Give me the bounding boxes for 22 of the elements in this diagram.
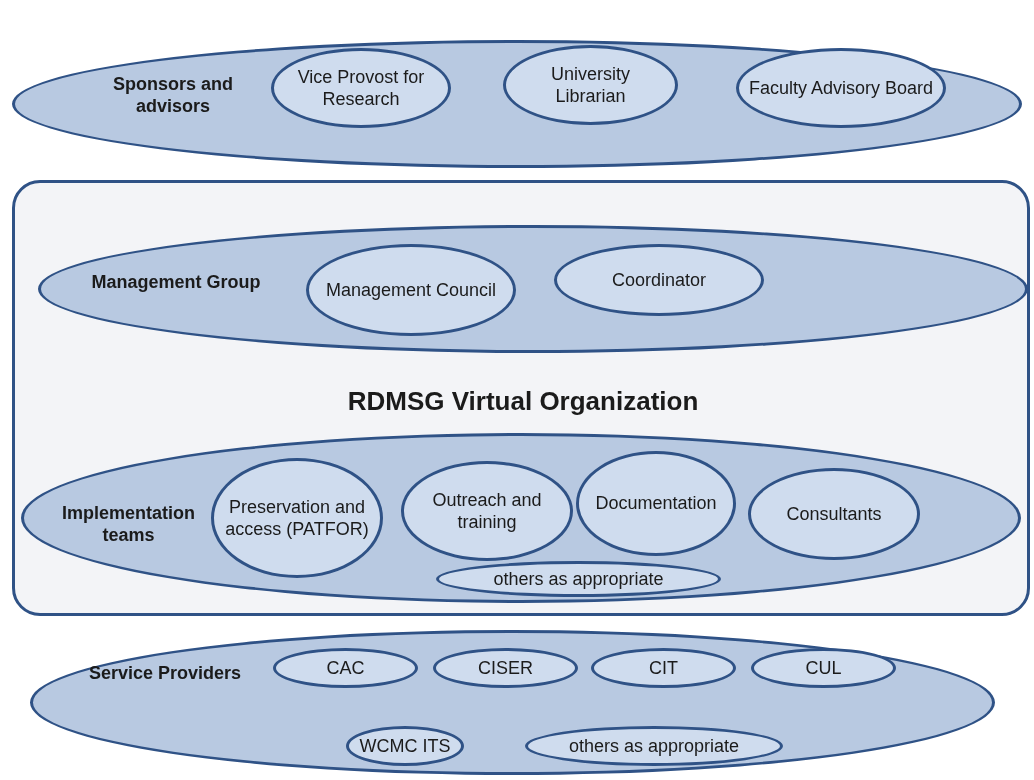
member-label: Management Council bbox=[325, 278, 497, 302]
group-label: Service Providers bbox=[87, 661, 243, 685]
group-title: RDMSG Virtual Organization bbox=[346, 384, 700, 418]
member-label: CAC bbox=[326, 656, 365, 680]
member-label: others as appropriate bbox=[493, 567, 664, 591]
group-label: Implementation teams bbox=[61, 501, 196, 547]
member-label: Documentation bbox=[595, 492, 717, 515]
member-label: University Librarian bbox=[550, 62, 631, 108]
member-label: Preservation and access (PATFOR) bbox=[224, 495, 370, 541]
member-label: Outreach and training bbox=[431, 488, 543, 534]
member-label: Consultants bbox=[786, 502, 882, 526]
member-label: Coordinator bbox=[611, 268, 707, 292]
group-label: Sponsors and advisors bbox=[112, 72, 234, 118]
group-frame bbox=[12, 180, 1030, 616]
member-label: Vice Provost for Research bbox=[296, 65, 426, 111]
group-label: Management Group bbox=[90, 270, 262, 294]
member-label: CIT bbox=[649, 656, 678, 680]
member-label: CUL bbox=[805, 656, 842, 680]
member-label: CISER bbox=[478, 656, 533, 680]
member-label: others as appropriate bbox=[568, 734, 740, 758]
member-label: Faculty Advisory Board bbox=[748, 76, 934, 100]
member-label: WCMC ITS bbox=[359, 734, 451, 758]
